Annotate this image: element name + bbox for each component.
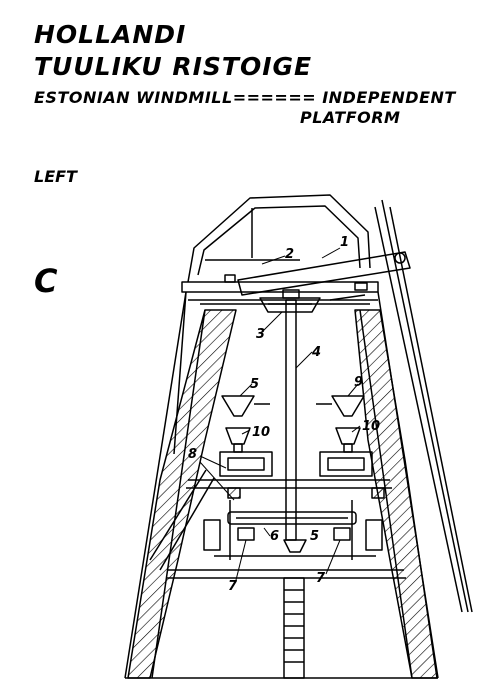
cap-roof bbox=[181, 194, 379, 305]
side-label: LEFT bbox=[34, 167, 77, 186]
stair bbox=[283, 577, 305, 679]
subtitle-line-2: PLATFORM bbox=[300, 108, 401, 127]
spur-wheel bbox=[227, 500, 357, 560]
windshaft bbox=[237, 251, 411, 296]
right-wall bbox=[354, 309, 438, 679]
callout-6: 6 bbox=[270, 529, 279, 544]
callout-8: 8 bbox=[188, 447, 197, 462]
hopper-left bbox=[221, 395, 270, 417]
callout-4: 4 bbox=[311, 345, 321, 360]
wallower-gear bbox=[259, 289, 321, 313]
callout-labels: 1 2 3 4 5 9 10 10 8 6 5 7 7 bbox=[188, 235, 380, 594]
callout-3: 3 bbox=[256, 327, 265, 342]
callout-5: 5 bbox=[250, 377, 259, 392]
subtitle-line-1: ESTONIAN WINDMILL====== INDEPENDENT bbox=[34, 88, 456, 107]
millstones-right bbox=[319, 451, 373, 477]
main-vertical-shaft bbox=[285, 299, 297, 541]
struts bbox=[149, 291, 366, 571]
tail-pole bbox=[374, 199, 473, 613]
millstones-left bbox=[219, 451, 273, 477]
title-line-2: TUULIKU RISTOIGE bbox=[34, 52, 313, 81]
callout-2: 2 bbox=[285, 247, 294, 262]
stone-nuts bbox=[237, 527, 351, 553]
stone-floor bbox=[186, 479, 392, 499]
callout-5-lower: 5 bbox=[310, 529, 319, 544]
hopper-right bbox=[316, 395, 365, 417]
callout-7-right: 7 bbox=[316, 571, 326, 586]
variant-label: C bbox=[34, 262, 58, 300]
callout-1: 1 bbox=[340, 235, 349, 250]
callout-7-left: 7 bbox=[228, 579, 238, 594]
callout-10-left: 10 bbox=[252, 425, 270, 440]
feeder-right bbox=[335, 427, 361, 453]
callout-9: 9 bbox=[354, 375, 363, 390]
callout-10-right: 10 bbox=[362, 419, 380, 434]
leader-lines bbox=[199, 247, 361, 581]
left-wall bbox=[127, 309, 237, 679]
title-line-1: HOLLANDI bbox=[34, 20, 187, 49]
